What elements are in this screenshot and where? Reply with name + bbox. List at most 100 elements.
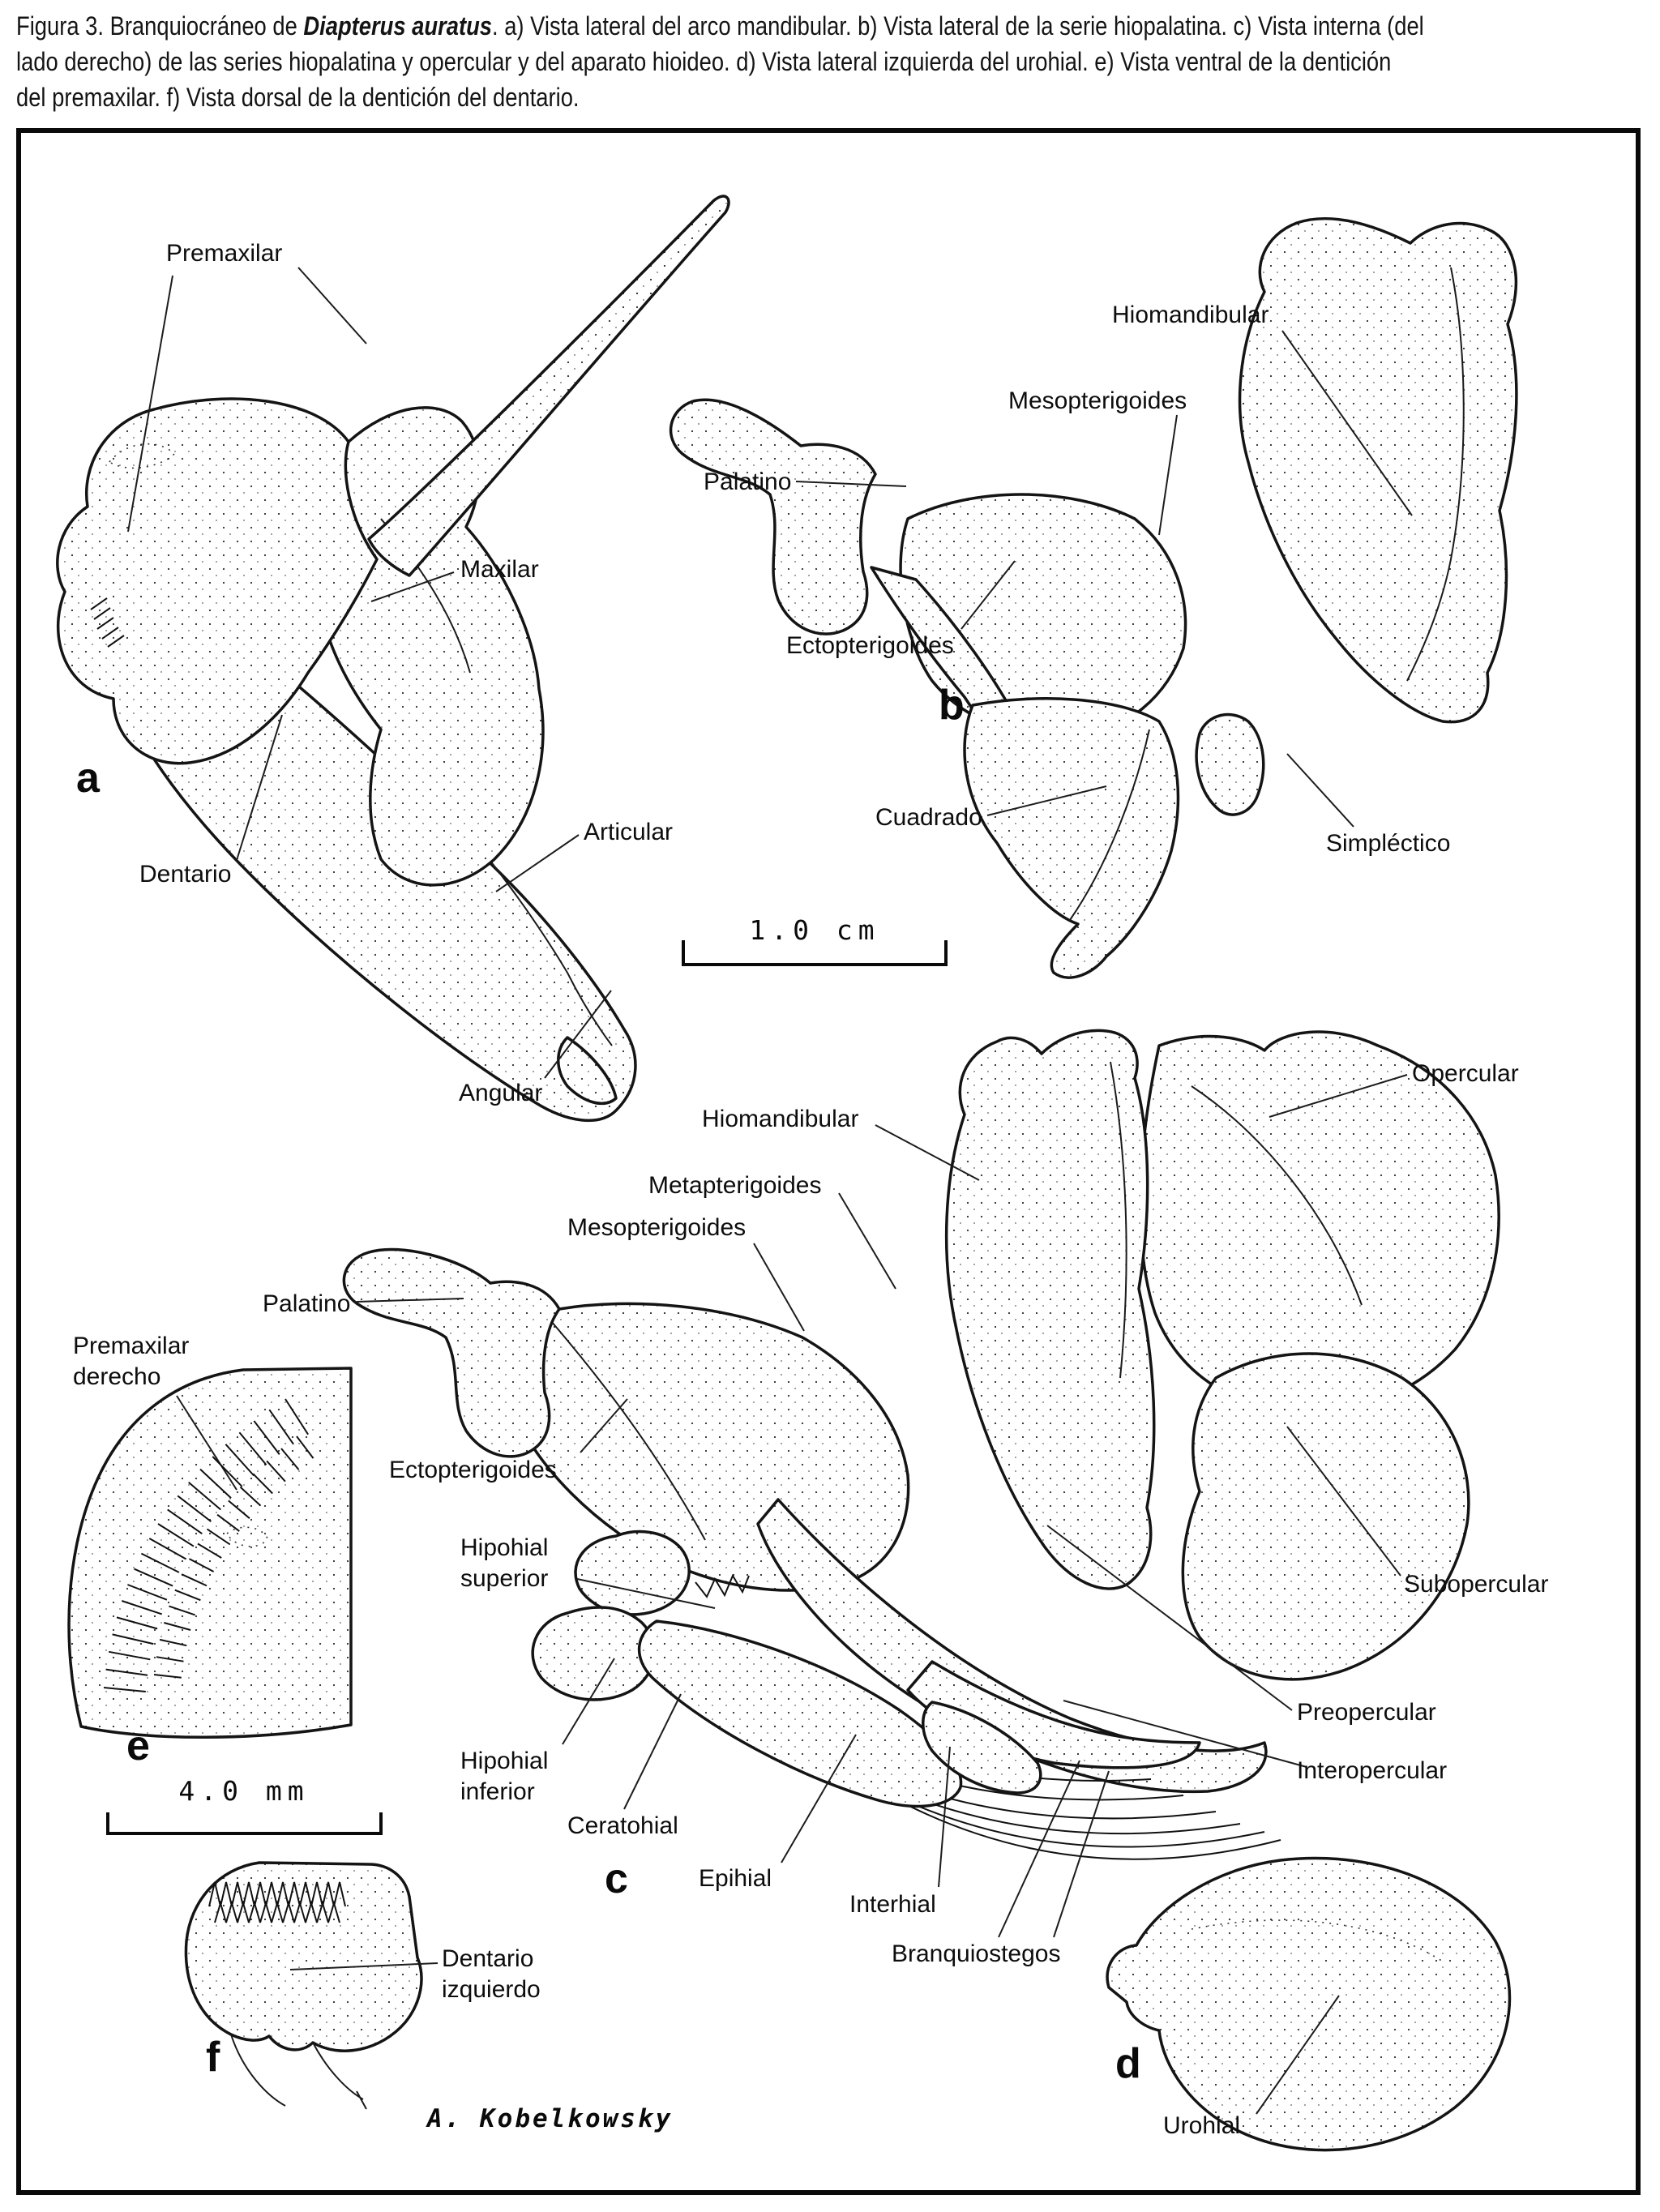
label-preopercular-c: Preopercular <box>1297 1699 1436 1726</box>
artist-credit: A. Kobelkowsky <box>427 2104 674 2133</box>
bone-hiomandibular-ridge-b <box>1406 267 1465 682</box>
label-interhial-c: Interhial <box>849 1891 936 1918</box>
leader-interopercular-c <box>1063 1700 1307 1768</box>
leader-opercular-c <box>1269 1074 1408 1118</box>
bone-hiomandibular-b <box>1238 217 1518 724</box>
bone-ectopterigoides-edge-c <box>550 1320 706 1541</box>
label-ectopterigoides-c: Ectopterigoides <box>389 1457 557 1483</box>
scale-bar-2 <box>106 1812 383 1835</box>
panel-letter-b: b <box>939 682 965 729</box>
bone-ceratohial-c <box>638 1619 963 1808</box>
species-name: Diapterus auratus <box>303 11 493 41</box>
premaxilar-teeth-inner-e <box>153 1435 314 1679</box>
leader-palatino-c <box>356 1298 464 1303</box>
label-interopercular-c: Interopercular <box>1297 1757 1448 1784</box>
bone-opercular-ridge-c <box>1191 1085 1363 1306</box>
label-ectopterigoides-b: Ectopterigoides <box>786 632 954 659</box>
label-mesopterigoides-b: Mesopterigoides <box>1008 387 1187 414</box>
label-palatino-c: Palatino <box>263 1290 351 1317</box>
bone-urohial-d <box>1106 1856 1512 2152</box>
bone-cuadrado-b <box>963 697 1180 979</box>
label-dentario-a: Dentario <box>139 861 232 888</box>
label-maxilar-a: Maxilar <box>460 556 539 583</box>
leader-premaxilar-a <box>127 275 173 533</box>
bone-opercular-c <box>1139 1030 1500 1414</box>
label-mesopterigoides-c: Mesopterigoides <box>567 1214 747 1241</box>
leader-branquiostegos-c <box>998 1760 1080 1938</box>
leader-premaxilar-derecho-e <box>176 1395 237 1491</box>
bone-palatino-c <box>342 1247 561 1458</box>
label-urohial-d: Urohial <box>1163 2112 1241 2139</box>
leader-articular-a <box>495 834 580 892</box>
label-hipohial-inferior-c: Hipohial inferior <box>460 1748 549 1805</box>
caption-line-2: lado derecho) de las series hiopalatina … <box>16 47 1392 77</box>
leader-hipohial-inferior-c <box>562 1658 615 1745</box>
panel-letter-d: d <box>1115 2040 1141 2087</box>
leader-mesopterigoides-c <box>753 1243 805 1332</box>
leader-epihial-c <box>781 1734 857 1863</box>
label-articular-a: Articular <box>584 819 674 845</box>
leader-ceratohial-c <box>623 1693 682 1810</box>
leader-simpl-ctico-b <box>1286 753 1354 828</box>
panel-letter-a: a <box>76 755 100 802</box>
label-epihial-c: Epihial <box>699 1865 772 1892</box>
bone-premaxilar-fossa-a <box>108 443 176 469</box>
panel-letter-e: e <box>126 1722 150 1769</box>
label-simpl-ctico-b: Simpléctico <box>1326 830 1451 857</box>
label-ceratohial-c: Ceratohial <box>567 1812 678 1839</box>
bone-epihial-c <box>922 1701 1042 1795</box>
dentario-teeth-f <box>208 1881 346 1923</box>
label-metapterigoides-c: Metapterigoides <box>648 1172 822 1199</box>
label-hiomandibular-b: Hiomandibular <box>1112 302 1269 328</box>
premaxilar-teeth-outer-e <box>103 1398 309 1692</box>
bone-hipohial-inferior-c <box>531 1606 656 1701</box>
label-angular-a: Angular <box>459 1080 543 1106</box>
caption-line-3: del premaxilar. f) Vista dorsal de la de… <box>16 83 580 113</box>
bone-cuadrado-groove-b <box>1069 729 1150 921</box>
bone-premaxilar-ascending-process-a <box>367 195 730 577</box>
panel-letter-f: f <box>206 2034 220 2081</box>
label-opercular-c: Opercular <box>1412 1060 1519 1087</box>
hypohyal-suture-zigzag-c <box>695 1573 750 1598</box>
leader-hiomandibular-c <box>875 1124 980 1181</box>
panel-letter-c: c <box>605 1855 628 1902</box>
scale-bar-1 <box>682 940 948 966</box>
label-branquiostegos-c: Branquiostegos <box>892 1940 1061 1967</box>
scale-bar-label-1: 1.0 cm <box>749 914 880 946</box>
leader-dentario-a <box>237 714 283 858</box>
leader-angular-a <box>544 990 612 1079</box>
leader-subopercular-c <box>1286 1426 1401 1577</box>
label-hipohial-superior-c: Hipohial superior <box>460 1534 549 1592</box>
bone-dentario-arm-left-f <box>230 2034 286 2107</box>
leader-palatino-b <box>795 481 907 487</box>
leader-ectopterigoides-b <box>960 560 1016 630</box>
leader-urohial-d <box>1256 1995 1340 2115</box>
bone-premaxilar-a <box>56 397 379 765</box>
bone-hiomandibular-ridge-c <box>1110 1061 1127 1379</box>
caption-prefix: Figura 3. Branquiocráneo de <box>16 11 304 41</box>
leader-metapterigoides-c <box>838 1192 896 1290</box>
scale-bar-label-2: 4.0 mm <box>178 1775 310 1807</box>
caption-line-1: Figura 3. Branquiocráneo de Diapterus au… <box>16 8 1424 44</box>
label-dentario-izquierdo-f: Dentario izquierdo <box>442 1945 541 2003</box>
leader-mesopterigoides-b <box>1158 414 1178 536</box>
leader-dentario-izquierdo-f <box>289 1962 439 1970</box>
label-subopercular-c: Subopercular <box>1404 1571 1549 1598</box>
label-palatino-b: Palatino <box>704 468 792 495</box>
bone-hipohial-superior-c <box>574 1530 691 1616</box>
leader-branquiostegos-c-2 <box>1053 1770 1110 1938</box>
leader-premaxilar-a-2 <box>297 267 367 344</box>
bone-dentario-arm-right-f <box>312 2042 367 2110</box>
bone-palatino-b <box>669 398 877 635</box>
bone-hiomandibular-c <box>944 1029 1156 1590</box>
label-premaxilar-derecho-e: Premaxilar derecho <box>73 1333 190 1390</box>
leader-hiomandibular-b <box>1281 330 1413 516</box>
leader-ectopterigoides-c <box>580 1398 628 1453</box>
leader-preopercular-c <box>1046 1525 1293 1711</box>
dentario-teeth-a <box>90 597 125 648</box>
label-cuadrado-b: Cuadrado <box>875 804 982 831</box>
bone-simplectico-b <box>1195 712 1265 816</box>
caption-line1-rest: . a) Vista lateral del arco mandibular. … <box>492 11 1424 41</box>
